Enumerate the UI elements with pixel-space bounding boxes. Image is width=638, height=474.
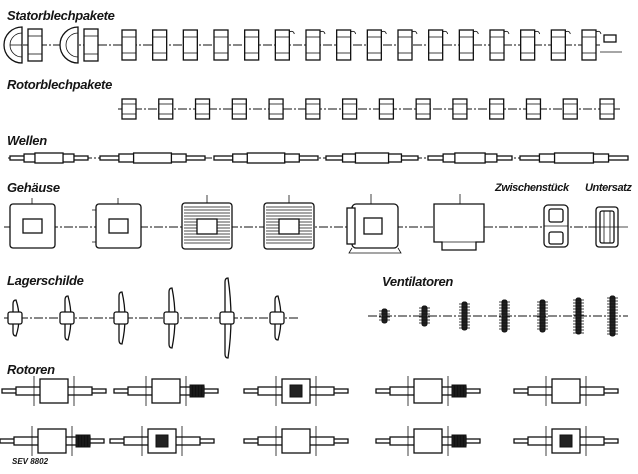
stator-pack xyxy=(366,29,387,61)
fan xyxy=(419,305,430,327)
rotor xyxy=(109,426,215,456)
rotor xyxy=(243,426,349,456)
rotor-pack xyxy=(415,98,431,120)
rotors-row-2 xyxy=(0,426,619,456)
end-shield xyxy=(269,295,285,341)
rotors-row-1 xyxy=(1,376,619,406)
stator-pack xyxy=(336,29,357,61)
stator-pack xyxy=(305,29,326,61)
end-shield xyxy=(113,291,129,345)
figure-code: SEV 8802 xyxy=(12,457,49,466)
rotor-pack xyxy=(268,98,284,120)
shafts-row xyxy=(8,152,629,164)
label-shafts: Wellen xyxy=(7,133,47,148)
housings-row xyxy=(4,194,628,254)
rotor-pack xyxy=(452,98,468,120)
fan xyxy=(537,299,548,333)
rotor xyxy=(513,426,619,456)
fan xyxy=(607,295,618,337)
rotor-pack xyxy=(341,98,358,120)
rotor-pack xyxy=(489,98,505,120)
label-stator-packs: Statorblechpakete xyxy=(7,8,115,23)
stator-pack xyxy=(397,29,418,61)
housing-plain xyxy=(9,198,56,249)
stator-pack xyxy=(213,29,229,61)
rotor-fan xyxy=(451,434,467,448)
label-base: Untersatz xyxy=(585,182,632,194)
stator-pack xyxy=(152,29,168,61)
label-end-shields: Lagerschilde xyxy=(7,273,84,288)
stator-pack-front-view xyxy=(3,26,43,64)
rotor xyxy=(513,376,619,406)
rotor-fan xyxy=(75,434,91,448)
stator-pack xyxy=(458,29,479,61)
label-fans: Ventilatoren xyxy=(382,274,454,289)
stator-pack xyxy=(274,29,295,61)
fan xyxy=(573,297,584,335)
rotor-pack xyxy=(194,98,211,120)
fan xyxy=(459,301,470,331)
rotor-fan xyxy=(451,384,467,398)
intermediate-piece xyxy=(543,204,569,248)
fan xyxy=(499,299,510,333)
rotor xyxy=(113,376,219,406)
rotor-pack xyxy=(378,98,395,120)
rotor-packs-row xyxy=(118,98,620,120)
stator-pack xyxy=(550,29,571,61)
end-shields-row xyxy=(4,277,300,359)
rotor-pack xyxy=(158,98,174,120)
housing-plain xyxy=(92,198,142,249)
stator-pack xyxy=(489,29,510,61)
fans-row xyxy=(368,295,628,337)
rotor-pack xyxy=(305,98,321,120)
base-stand xyxy=(588,206,628,248)
shaft xyxy=(519,152,629,164)
stator-pack xyxy=(182,29,198,61)
stator-pack xyxy=(121,29,137,61)
fan xyxy=(379,308,390,324)
rotor-pack xyxy=(562,98,578,120)
shaft xyxy=(325,152,419,164)
rotor xyxy=(0,426,105,456)
rotor-pack xyxy=(525,98,542,120)
end-shield xyxy=(59,295,75,341)
shaft xyxy=(9,152,89,164)
stator-pack-small xyxy=(603,34,617,43)
rotor-pack xyxy=(231,98,247,120)
end-shield xyxy=(163,287,179,349)
shaft xyxy=(213,152,319,164)
housing-ribbed xyxy=(181,195,233,250)
stator-packs-row xyxy=(3,26,622,64)
label-intermediate: Zwischenstück xyxy=(495,182,569,194)
housing-open xyxy=(433,194,485,251)
rotor xyxy=(375,426,481,456)
rotor-fan xyxy=(189,384,205,398)
housing-with-feet xyxy=(346,194,402,254)
stator-pack xyxy=(428,29,449,61)
label-rotor-packs: Rotorblechpakete xyxy=(7,77,113,92)
label-housings: Gehäuse xyxy=(7,180,60,195)
rotor xyxy=(1,376,107,406)
stator-pack xyxy=(581,29,602,61)
stator-pack xyxy=(244,29,260,61)
housing-ribbed xyxy=(263,195,315,250)
stator-pack-front-view xyxy=(59,26,99,64)
end-shield xyxy=(219,277,235,359)
stator-pack xyxy=(520,29,541,61)
label-rotors: Rotoren xyxy=(7,362,55,377)
rotor xyxy=(375,376,481,406)
rotor-pack xyxy=(121,98,137,120)
shaft xyxy=(99,152,206,164)
rotor xyxy=(243,376,349,406)
rotor-pack xyxy=(599,98,615,120)
end-shield xyxy=(7,299,23,337)
shaft xyxy=(427,152,513,164)
